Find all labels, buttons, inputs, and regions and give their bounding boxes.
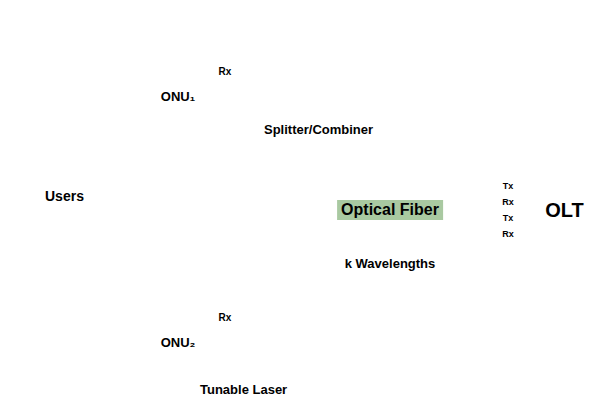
optical-fiber: Optical Fiber — [290, 168, 490, 252]
wavelength-arrow — [280, 234, 498, 238]
port-label: Rx — [499, 194, 517, 210]
tunable-laser-port — [218, 103, 232, 117]
device-name: ONU₂ — [150, 335, 206, 351]
user-circle — [104, 260, 140, 296]
wavelength-arrow — [240, 101, 260, 200]
fiber-end — [463, 169, 489, 251]
bus-line — [8, 91, 145, 94]
dashed-continuation — [189, 134, 191, 306]
user-bus — [8, 42, 145, 140]
lens-outline — [261, 145, 279, 269]
drop-line — [121, 42, 124, 92]
tunable-laser-port — [218, 349, 232, 363]
device-name: ONU₁ — [150, 89, 206, 105]
port-label: Tx — [499, 178, 517, 194]
port-divider — [499, 226, 518, 227]
wavelength-label: k Wavelengths — [345, 256, 436, 271]
wavelength-arrow — [240, 215, 260, 322]
onu-device: ONU₁ Rx — [145, 62, 240, 132]
user-circle — [50, 140, 86, 176]
port-strip — [499, 179, 518, 242]
user-circle — [104, 6, 140, 42]
splitter-lens — [260, 144, 280, 270]
drop-line — [67, 346, 70, 365]
user-circle — [27, 6, 63, 42]
port-divider — [499, 194, 518, 195]
component-label: Splitter/Combiner — [264, 122, 373, 138]
fiber-body — [290, 169, 490, 252]
port-divider — [499, 210, 518, 211]
splitter-combiner: Splitter/Combiner — [258, 122, 388, 270]
leader-line — [221, 365, 226, 379]
bus-line — [8, 345, 145, 348]
drop-line — [44, 296, 47, 346]
device-housing — [146, 309, 240, 378]
drop-line — [67, 92, 70, 140]
user-circle — [27, 260, 63, 296]
drop-line — [44, 42, 47, 92]
user-circle — [51, 365, 85, 399]
user-circles — [27, 260, 140, 399]
user-bus — [8, 296, 145, 365]
fiber-label: Optical Fiber — [337, 200, 443, 220]
group-label: Users — [45, 188, 84, 204]
user-circles — [27, 6, 140, 176]
port-label: Rx — [499, 226, 517, 242]
olt-device: OLTTxRxTxRx — [498, 178, 611, 242]
device-name: OLT — [518, 198, 611, 222]
splitter-shape — [260, 144, 280, 270]
onu-device: ONU₂ Rx — [145, 308, 240, 378]
name-oval — [150, 328, 206, 358]
device-housing — [499, 179, 611, 242]
drop-line — [121, 296, 124, 346]
port-panel — [210, 309, 240, 378]
callout-label: Tunable Laser — [200, 382, 287, 397]
port-label: Rx — [210, 312, 240, 324]
wavelength-arrow — [240, 76, 260, 165]
port-label: Rx — [210, 66, 240, 78]
wavelength-arrow — [240, 235, 260, 347]
port-panel — [210, 63, 240, 132]
port-label: Tx — [499, 210, 517, 226]
name-oval — [150, 82, 206, 112]
device-housing — [146, 63, 240, 132]
wavelength-arrow — [280, 185, 498, 186]
